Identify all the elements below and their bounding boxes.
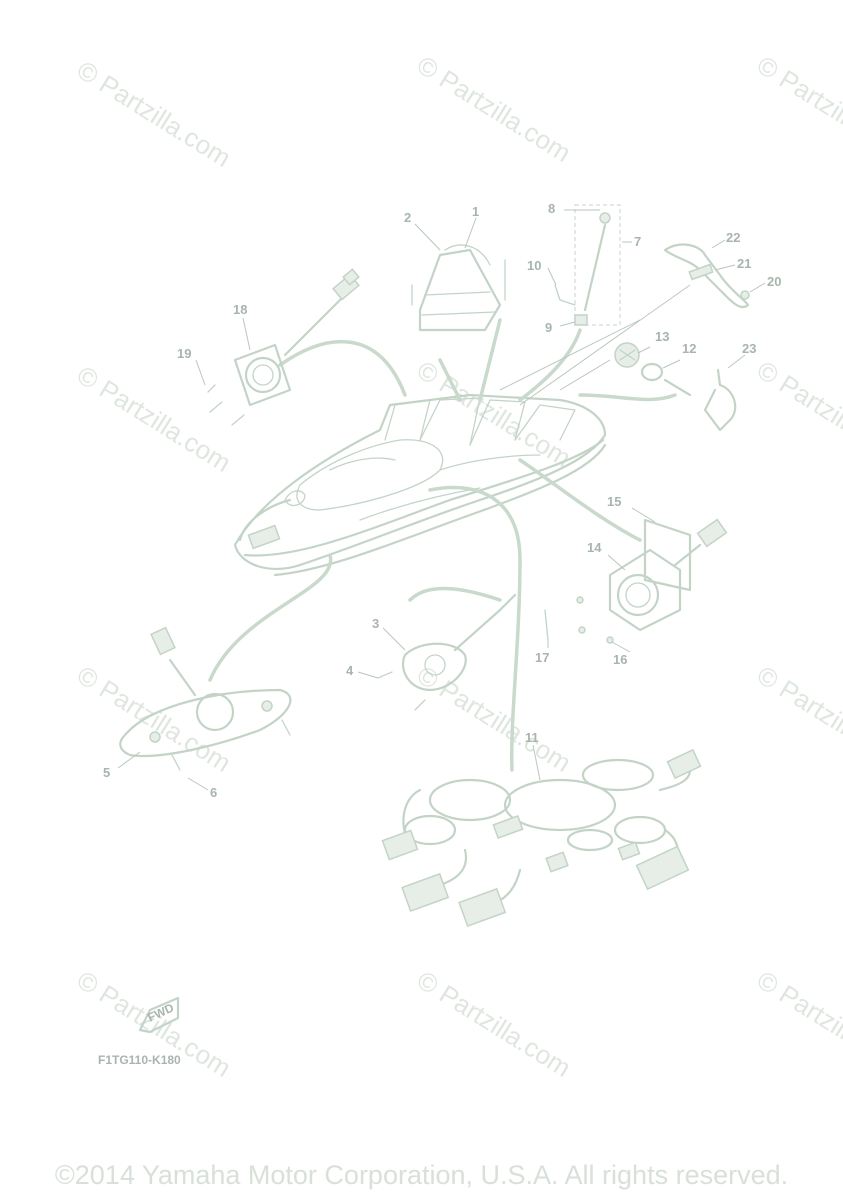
callout-2: 2 bbox=[404, 210, 411, 225]
watermark: © Partzilla.com bbox=[752, 50, 843, 168]
callout-13: 13 bbox=[655, 329, 669, 344]
watermark: © Partzilla.com bbox=[752, 355, 843, 473]
small-speaker-mount bbox=[357, 593, 517, 711]
wire-harness bbox=[381, 744, 702, 928]
callout-23: 23 bbox=[742, 341, 756, 356]
callout-8: 8 bbox=[548, 201, 555, 216]
boat-hull bbox=[233, 393, 607, 577]
copyright-notice: ©2014 Yamaha Motor Corporation, U.S.A. A… bbox=[54, 1160, 789, 1190]
watermark: © Partzilla.com bbox=[412, 965, 576, 1083]
callout-9: 9 bbox=[545, 320, 552, 335]
gas-strut-assembly bbox=[547, 204, 632, 327]
speaker-housing-right bbox=[544, 507, 728, 653]
drawing-code: F1TG110-K180 bbox=[98, 1053, 181, 1067]
callout-15: 15 bbox=[607, 494, 621, 509]
callout-1: 1 bbox=[472, 204, 479, 219]
callout-17: 17 bbox=[535, 650, 549, 665]
light-lens-assembly bbox=[117, 626, 292, 791]
callout-10: 10 bbox=[527, 258, 541, 273]
speaker-grille-parts bbox=[614, 342, 746, 432]
watermark: © Partzilla.com bbox=[752, 965, 843, 1083]
callout-7: 7 bbox=[634, 234, 641, 249]
callout-16: 16 bbox=[613, 652, 627, 667]
callout-6: 6 bbox=[210, 785, 217, 800]
watermarks: © Partzilla.com © Partzilla.com © Partzi… bbox=[72, 50, 843, 1083]
callout-22: 22 bbox=[726, 230, 740, 245]
callout-4: 4 bbox=[346, 663, 354, 678]
callout-11: 11 bbox=[525, 730, 539, 745]
callout-12: 12 bbox=[682, 341, 696, 356]
watermark: © Partzilla.com bbox=[412, 660, 576, 778]
callout-3: 3 bbox=[372, 616, 379, 631]
callout-21: 21 bbox=[737, 256, 751, 271]
callout-numbers: 1 2 3 4 5 6 7 8 9 10 11 12 13 14 15 16 1… bbox=[103, 201, 781, 800]
speaker-housing-left bbox=[195, 268, 360, 426]
grab-handle-assembly bbox=[663, 239, 766, 309]
harness-wires bbox=[208, 284, 691, 772]
watermark: © Partzilla.com bbox=[752, 660, 843, 778]
watermark: © Partzilla.com bbox=[412, 50, 576, 168]
watermark: © Partzilla.com bbox=[72, 360, 236, 478]
callout-19: 19 bbox=[177, 346, 191, 361]
callout-18: 18 bbox=[233, 302, 247, 317]
callout-14: 14 bbox=[587, 540, 602, 555]
seat-frame-assembly bbox=[411, 217, 506, 332]
watermark: © Partzilla.com bbox=[72, 55, 236, 173]
callout-5: 5 bbox=[103, 765, 110, 780]
callout-20: 20 bbox=[767, 274, 781, 289]
